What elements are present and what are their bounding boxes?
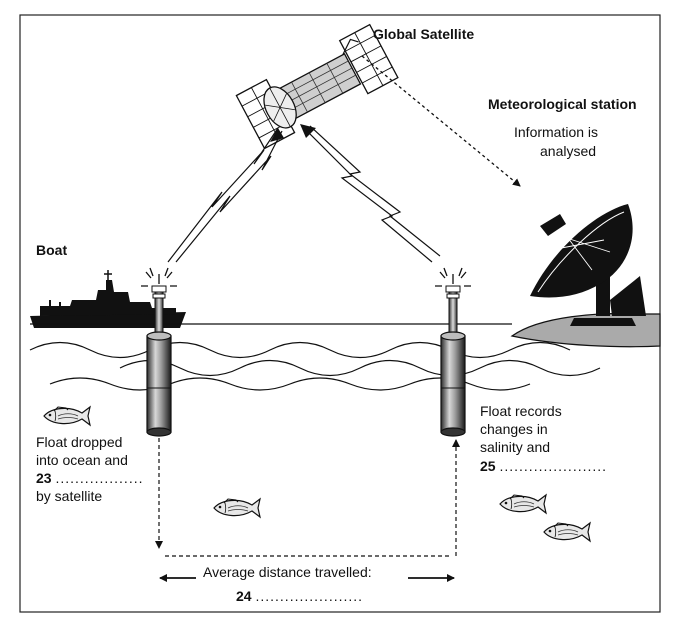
fish-icon <box>543 522 591 542</box>
float-left-label-line3: by satellite <box>36 488 103 504</box>
signal-bolt-right <box>300 124 441 263</box>
satellite-icon <box>235 23 399 150</box>
answer-blank-24[interactable]: ...................... <box>255 588 364 604</box>
satellite-to-station-arrow <box>361 55 521 187</box>
question-23-number: 23 <box>36 470 52 486</box>
ocean-waves <box>29 341 601 391</box>
fish-icon <box>43 406 91 426</box>
signal-bolt-left <box>167 127 284 263</box>
answer-blank-23[interactable]: .................. <box>55 470 144 486</box>
question-24: 24 ...................... <box>236 588 363 605</box>
float-right-label-line2: changes in <box>480 421 548 437</box>
meteorological-station-icon <box>510 204 661 348</box>
float-left-icon <box>141 267 177 437</box>
station-label: Meteorological station <box>488 96 637 112</box>
question-25-number: 25 <box>480 458 496 474</box>
boat-label: Boat <box>36 242 68 258</box>
info-label-line1: Information is <box>514 124 599 140</box>
fish-icon <box>213 498 261 518</box>
satellite-label: Global Satellite <box>373 26 475 42</box>
distance-label: Average distance travelled: <box>203 564 372 580</box>
question-24-number: 24 <box>236 588 252 604</box>
float-right-icon <box>435 267 471 437</box>
question-23: 23 .................. <box>36 470 143 487</box>
fish-icon <box>499 494 547 514</box>
float-right-label-line1: Float records <box>480 403 562 419</box>
float-right-label-line3: salinity and <box>480 439 551 455</box>
answer-blank-25[interactable]: ...................... <box>499 458 608 474</box>
float-left-label-line1: Float dropped <box>36 434 123 450</box>
info-label-line2: analysed <box>540 143 597 159</box>
float-left-label-line2: into ocean and <box>36 452 128 468</box>
question-25: 25 ...................... <box>480 458 607 475</box>
